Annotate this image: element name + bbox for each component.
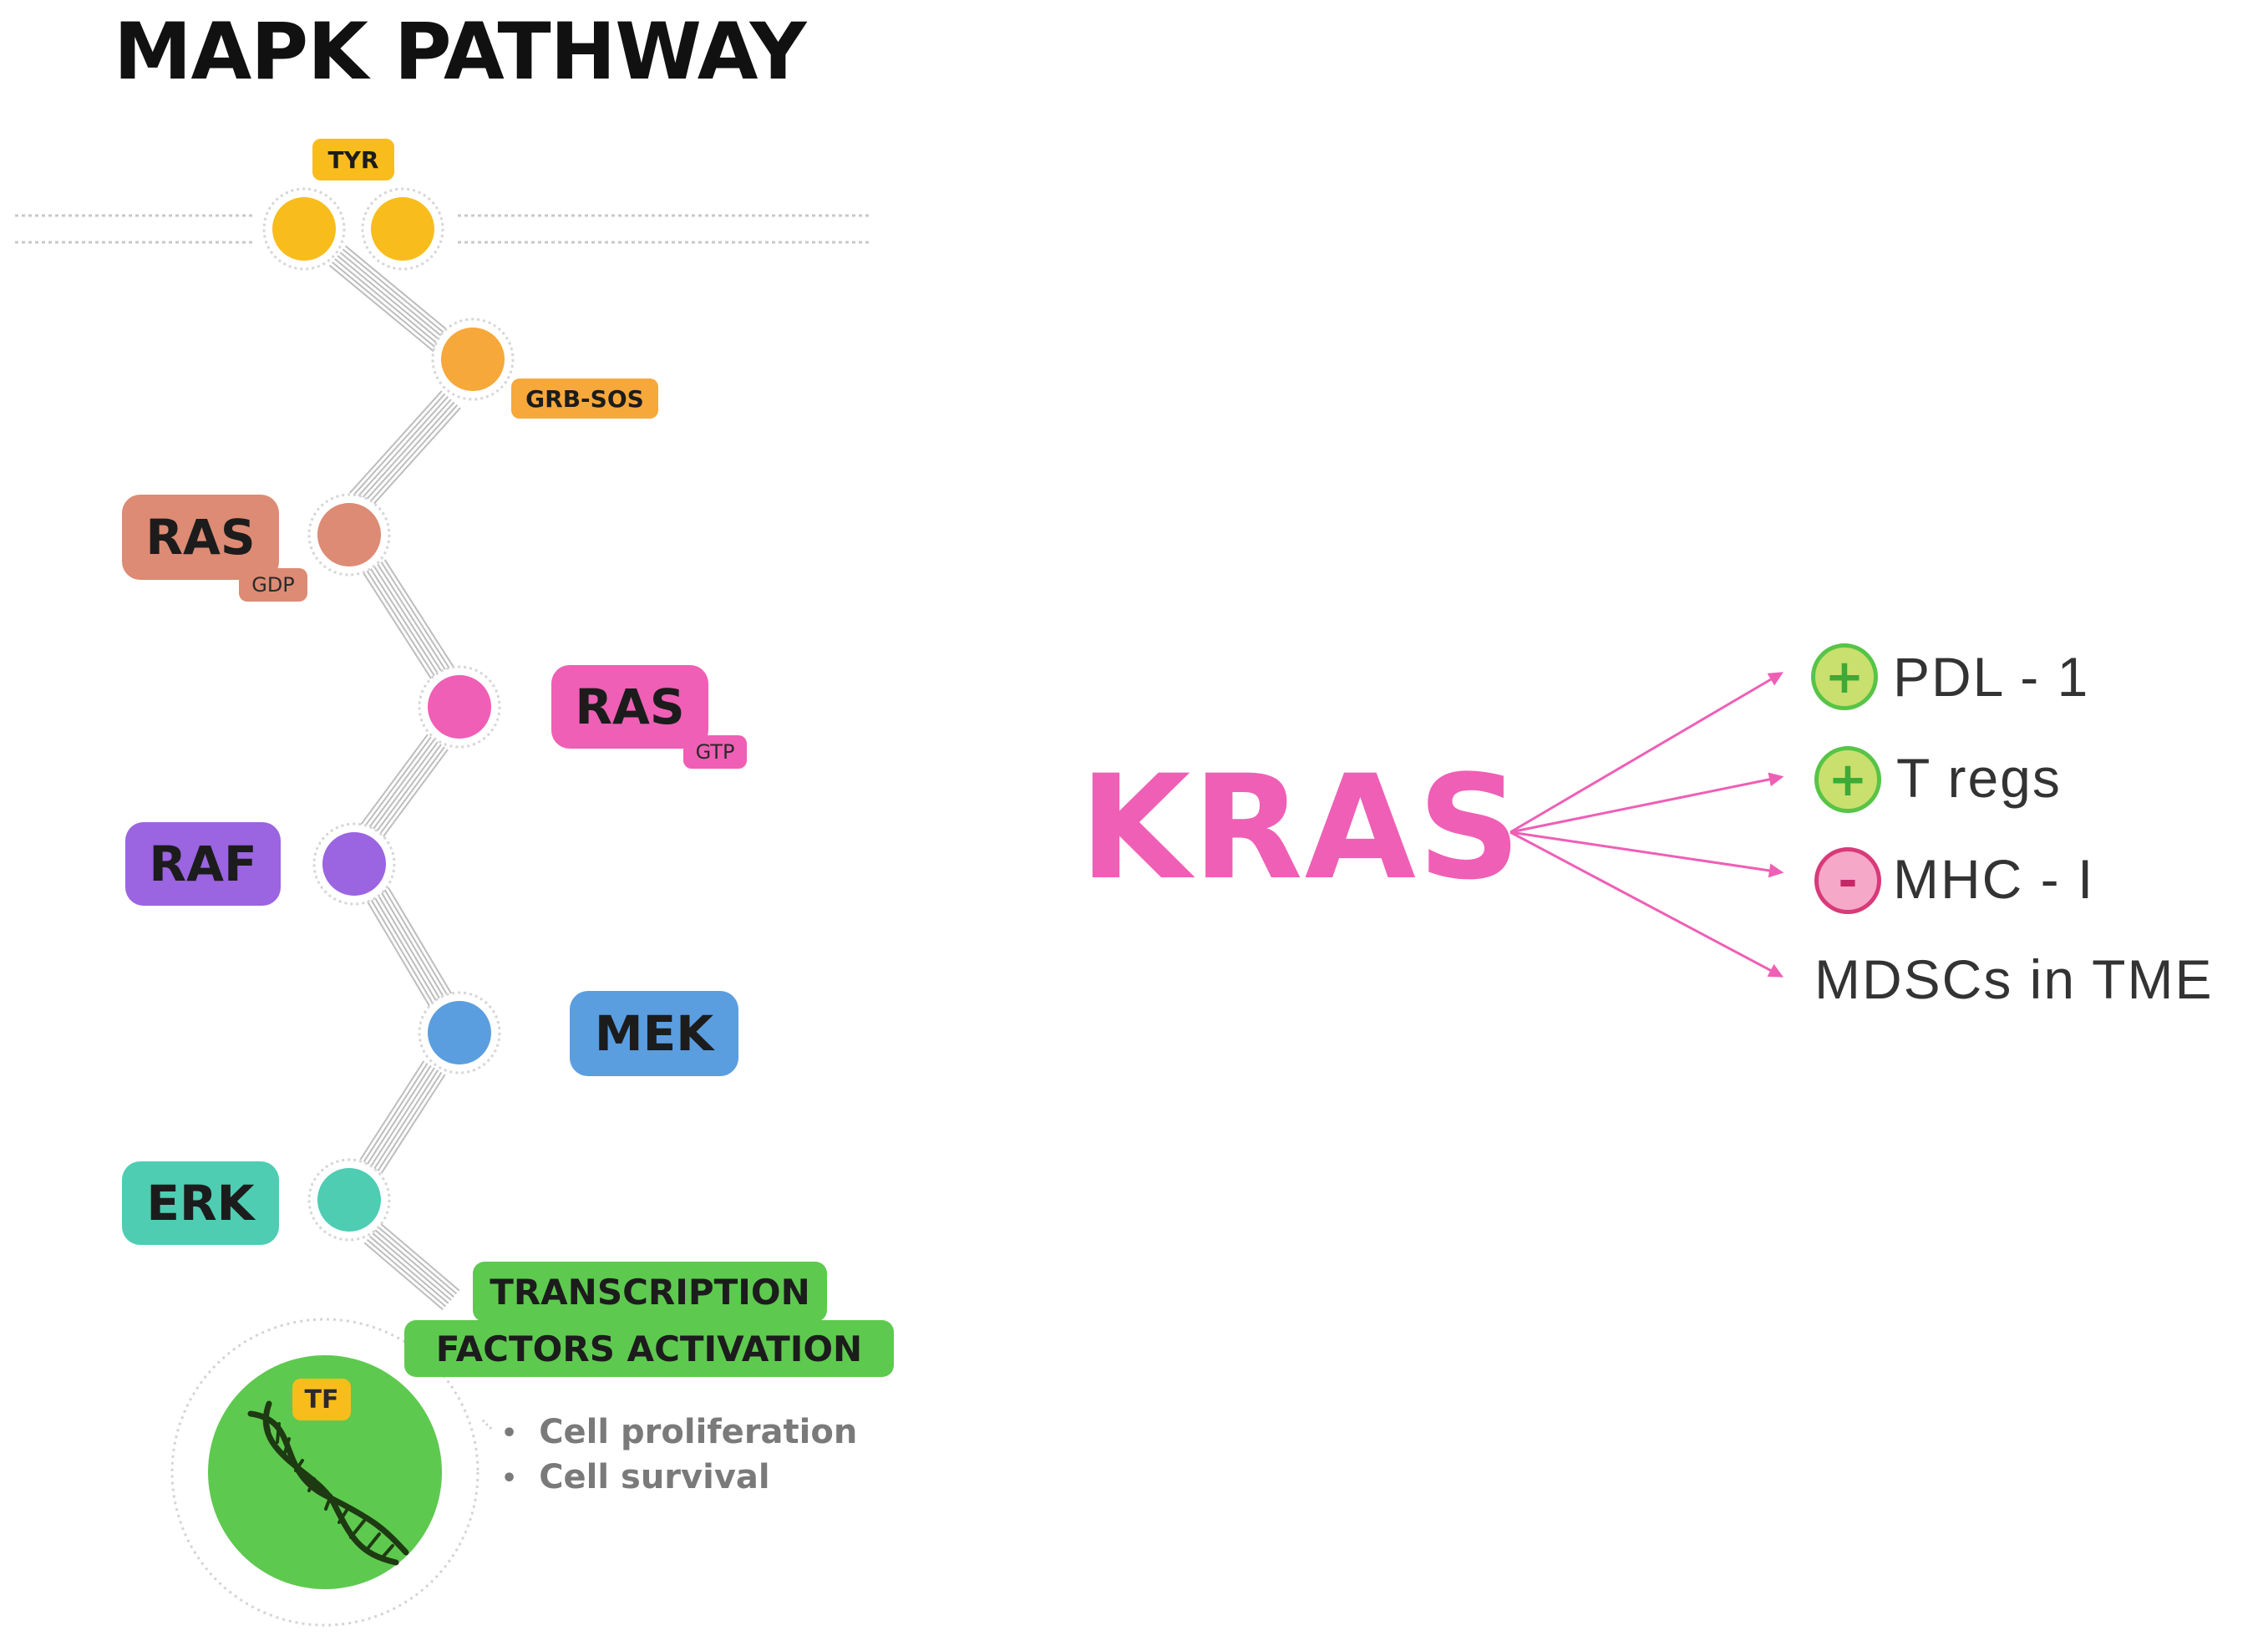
gdp-badge: GDP — [239, 568, 307, 602]
grb-sos-node — [441, 328, 505, 391]
connector-strand — [337, 255, 444, 343]
connector-strand — [366, 570, 437, 678]
connector-strand — [380, 891, 446, 999]
tyr-node-left — [272, 197, 336, 261]
connector-strand — [366, 900, 431, 1008]
ras-gdp-label: RAS — [122, 495, 279, 580]
outcome-list: Cell proliferation Cell survival — [501, 1410, 857, 1501]
connector-strand — [360, 734, 429, 826]
connector-strand — [373, 1069, 439, 1170]
effect-pdl1: PDL - 1 — [1893, 646, 2090, 708]
increase-icon: + — [1814, 746, 1881, 813]
connector-strand — [355, 395, 449, 500]
raf-node — [322, 832, 386, 896]
connector-strand — [370, 1067, 435, 1167]
effect-mhc-i: MHC - I — [1893, 848, 2095, 910]
connector-strand — [374, 1229, 454, 1298]
dna-icon — [247, 1400, 409, 1566]
increase-icon: + — [1811, 643, 1878, 710]
outcome-item: Cell survival — [501, 1455, 857, 1501]
effect-tregs: T regs — [1896, 747, 2062, 809]
tf-activation-line2: FACTORS ACTIVATION — [404, 1320, 894, 1377]
kras-arrow — [1509, 672, 1782, 834]
connector-strand — [363, 572, 434, 681]
arrowhead — [1767, 963, 1784, 978]
pathway-connectors — [328, 245, 461, 1311]
kras-arrow — [1509, 775, 1782, 834]
connector-strand — [373, 896, 439, 1004]
connector-strand — [372, 1232, 452, 1301]
connector-strand — [388, 887, 453, 995]
connector-strand — [383, 889, 449, 998]
connector-strand — [369, 1236, 449, 1304]
connector-strand — [380, 749, 449, 841]
connector-strand — [352, 393, 446, 496]
diagram-title: MAPK PATHWAY — [114, 7, 807, 98]
connector-strand — [363, 1063, 429, 1163]
connector-strand — [344, 245, 452, 334]
connector-strand — [363, 736, 432, 828]
connector-strand — [380, 1222, 460, 1292]
mek-node — [428, 1001, 491, 1064]
connector-strand — [328, 264, 436, 353]
decrease-icon: - — [1814, 847, 1881, 914]
outcome-item: Cell proliferation — [501, 1410, 857, 1455]
ras-gtp-node — [428, 675, 491, 739]
effect-mdscs: MDSCs in TME — [1814, 948, 2214, 1010]
connector-strand — [342, 248, 449, 338]
kras-label: KRAS — [1079, 744, 1523, 912]
connector-strand — [383, 559, 454, 668]
arrowhead — [1768, 863, 1784, 878]
kras-arrow — [1509, 831, 1782, 874]
connector-strand — [358, 399, 452, 502]
connector-strand — [370, 741, 439, 833]
connector-strand — [363, 1242, 444, 1311]
raf-label: RAF — [125, 822, 281, 906]
connector-strand — [334, 258, 441, 347]
tf-activation-line1: TRANSCRIPTION — [473, 1262, 827, 1322]
erk-node — [317, 1168, 381, 1232]
ras-gtp-label: RAS — [551, 665, 708, 749]
connector-strand — [380, 561, 451, 670]
mek-label: MEK — [570, 991, 738, 1076]
pathway-nodes — [262, 187, 515, 1242]
connector-strand — [364, 404, 459, 508]
cell-membrane — [15, 214, 869, 244]
connector-strand — [366, 1238, 447, 1308]
connector-strand — [377, 1071, 443, 1171]
connector-strand — [373, 566, 444, 674]
connector-strand — [380, 1074, 446, 1174]
connector-strand — [369, 897, 435, 1006]
connector-strand — [361, 401, 455, 505]
grb-sos-label: GRB-SOS — [511, 378, 658, 419]
connector-strand — [369, 568, 440, 677]
tf-badge: TF — [292, 1379, 351, 1420]
connector-strand — [331, 261, 439, 350]
connector-strand — [377, 893, 442, 1002]
arrowhead — [1768, 772, 1784, 787]
connector-strand — [377, 1226, 458, 1295]
connector-strand — [373, 744, 442, 836]
connector-strand — [377, 563, 448, 672]
erk-label: ERK — [122, 1161, 279, 1245]
kras-effect-arrows — [1509, 672, 1784, 978]
connector-strand — [339, 251, 446, 340]
tyr-node-right — [371, 197, 434, 261]
tyr-label: TYR — [312, 139, 394, 180]
gtp-badge: GTP — [683, 735, 747, 769]
connector-strand — [368, 407, 461, 511]
ras-gdp-node — [317, 503, 381, 566]
tf-cell-nucleus — [170, 1318, 493, 1627]
connector-strand — [366, 1064, 432, 1165]
connector-strand — [349, 390, 443, 494]
connector-strand — [377, 746, 445, 838]
connector-strand — [367, 739, 435, 831]
kras-arrow — [1509, 831, 1782, 978]
arrowhead — [1767, 672, 1783, 686]
connector-strand — [359, 1060, 425, 1161]
